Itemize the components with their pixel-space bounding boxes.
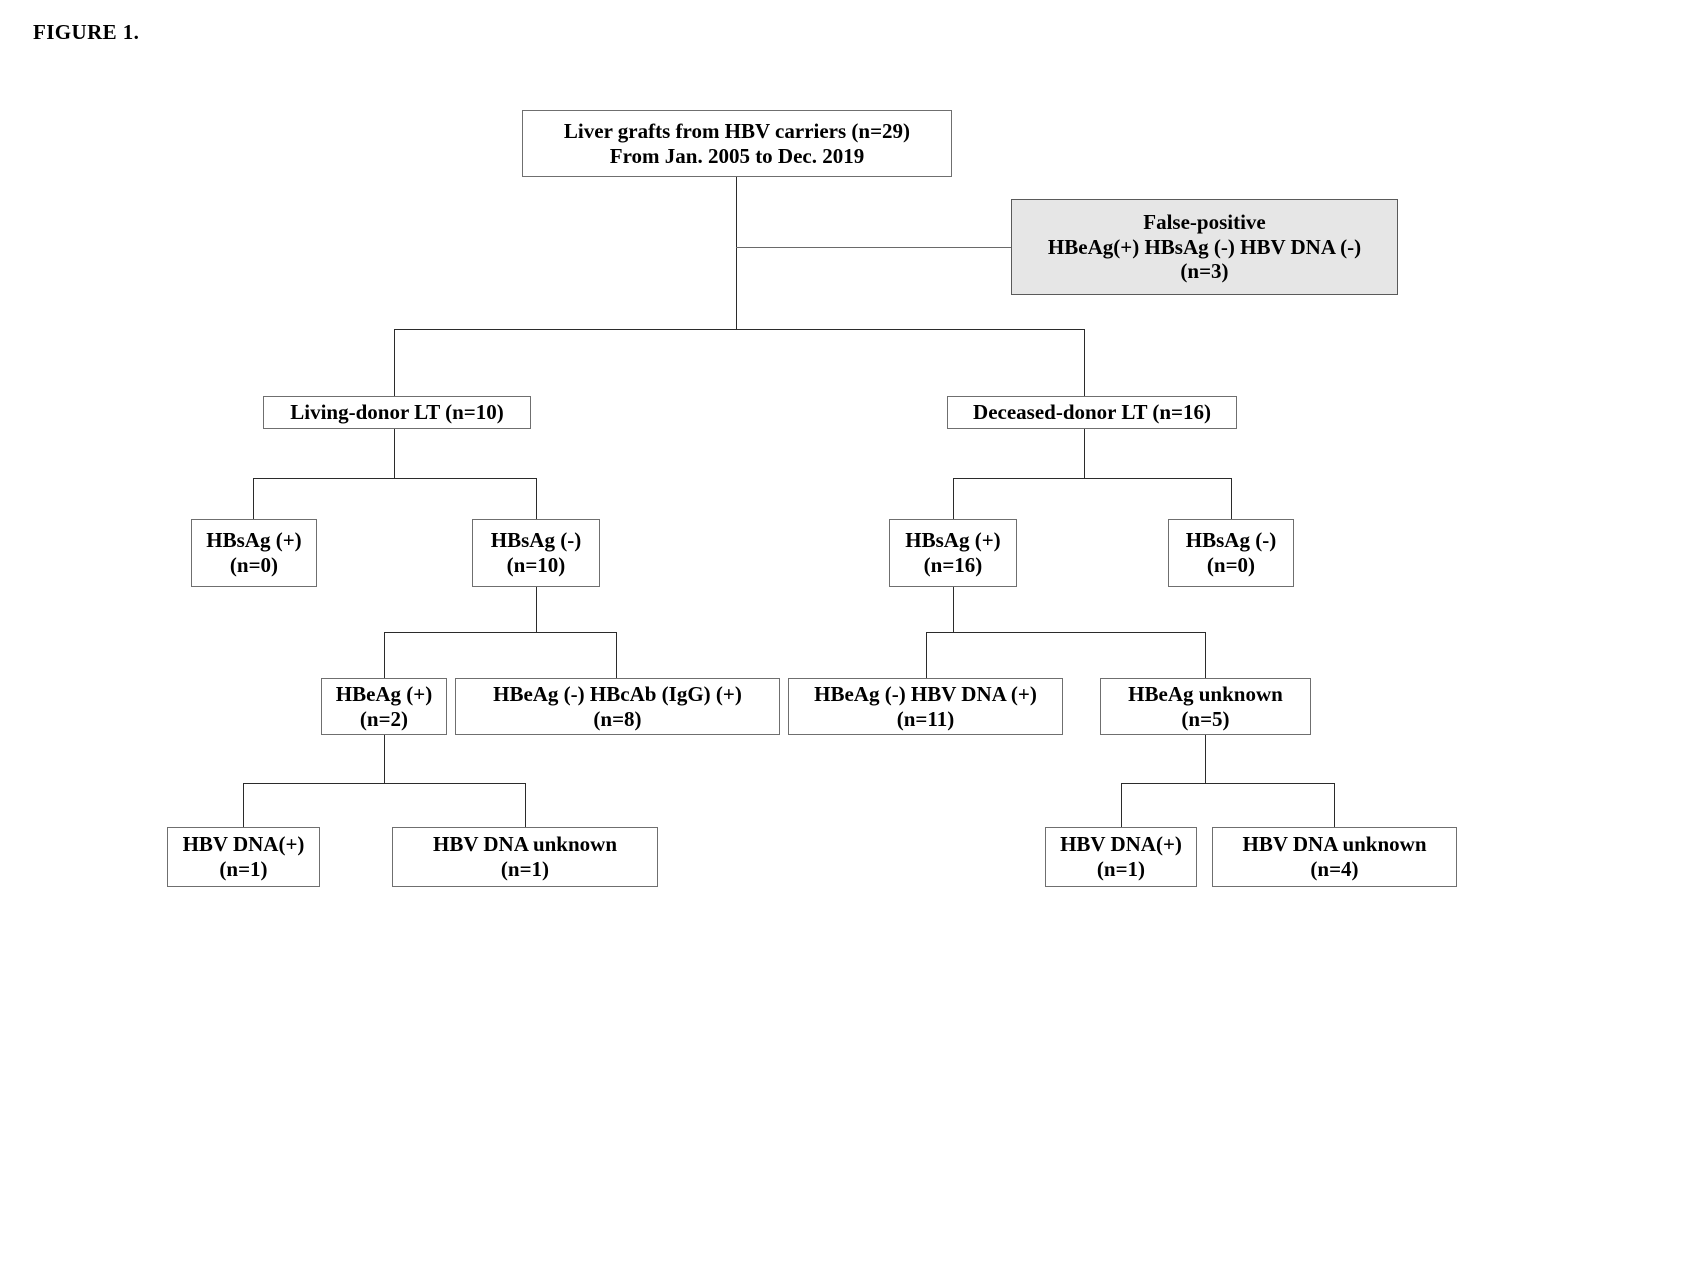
connector-living-stem	[394, 428, 395, 478]
node-ld-hbsag-positive[interactable]: HBsAg (+) (n=0)	[191, 519, 317, 587]
connector-living-hbsag-bus	[253, 478, 536, 479]
node-root-line1: Liver grafts from HBV carriers (n=29)	[563, 118, 911, 143]
node-dd-hbeag-unknown-line2: (n=5)	[1181, 706, 1230, 731]
node-dd-hbsag-negative-line2: (n=0)	[1206, 553, 1256, 577]
node-dd-hbv-dna-positive-line2: (n=1)	[1096, 857, 1146, 881]
node-false-positive[interactable]: False-positive HBeAg(+) HBsAg (-) HBV DN…	[1011, 199, 1398, 295]
node-false-positive-line3: (n=3)	[1180, 259, 1229, 284]
node-ld-hbv-dna-positive-line1: HBV DNA(+)	[182, 832, 305, 857]
connector-dd-hbeag-bus	[926, 632, 1205, 633]
connector-ld-dna-bus	[243, 783, 525, 784]
connector-to-dd-hbsag-pos	[953, 478, 954, 520]
node-dd-hbsag-negative[interactable]: HBsAg (-) (n=0)	[1168, 519, 1294, 587]
node-ld-hbsag-negative-line2: (n=10)	[506, 553, 566, 577]
node-living-donor-lt-label: Living-donor LT (n=10)	[290, 400, 504, 425]
connector-to-dd-dna-unknown	[1334, 783, 1335, 827]
connector-deceased-hbsag-bus	[953, 478, 1231, 479]
connector-ld-hbeag-bus	[384, 632, 616, 633]
connector-root-to-false-positive	[736, 247, 1011, 248]
connector-root-stem	[736, 177, 737, 329]
figure-label: FIGURE 1.	[33, 20, 140, 44]
node-dd-hbv-dna-unknown[interactable]: HBV DNA unknown (n=4)	[1212, 827, 1457, 887]
node-dd-hbsag-positive-line2: (n=16)	[923, 553, 983, 577]
node-ld-hbv-dna-unknown-line2: (n=1)	[500, 857, 550, 881]
node-ld-hbeag-positive-line1: HBeAg (+)	[335, 681, 433, 706]
node-dd-hbeag-negative-dna-positive-line2: (n=11)	[896, 706, 955, 731]
node-ld-hbsag-positive-line1: HBsAg (+)	[206, 528, 302, 553]
node-dd-hbsag-positive[interactable]: HBsAg (+) (n=16)	[889, 519, 1017, 587]
node-dd-hbsag-negative-line1: HBsAg (-)	[1185, 528, 1277, 553]
connector-bus-to-living	[394, 329, 395, 396]
node-ld-hbsag-negative-line1: HBsAg (-)	[490, 528, 582, 553]
node-false-positive-line2: HBeAg(+) HBsAg (-) HBV DNA (-)	[1047, 234, 1362, 259]
node-ld-hbeag-negative-hbcab[interactable]: HBeAg (-) HBcAb (IgG) (+) (n=8)	[455, 678, 780, 735]
node-ld-hbv-dna-unknown-line1: HBV DNA unknown	[432, 832, 618, 857]
connector-to-ld-dna-unknown	[525, 783, 526, 827]
connector-dd-dna-bus	[1121, 783, 1334, 784]
node-dd-hbv-dna-positive[interactable]: HBV DNA(+) (n=1)	[1045, 827, 1197, 887]
node-dd-hbeag-unknown-line1: HBeAg unknown	[1128, 681, 1283, 706]
connector-deceased-stem	[1084, 428, 1085, 478]
connector-to-ld-dna-pos	[243, 783, 244, 827]
node-ld-hbv-dna-unknown[interactable]: HBV DNA unknown (n=1)	[392, 827, 658, 887]
node-ld-hbeag-negative-hbcab-line1: HBeAg (-) HBcAb (IgG) (+)	[493, 681, 742, 706]
connector-to-ld-hbeag-neg	[616, 632, 617, 678]
connector-to-ld-hbsag-pos	[253, 478, 254, 520]
node-root[interactable]: Liver grafts from HBV carriers (n=29) Fr…	[522, 110, 952, 177]
node-ld-hbeag-negative-hbcab-line2: (n=8)	[593, 706, 642, 731]
node-living-donor-lt[interactable]: Living-donor LT (n=10)	[263, 396, 531, 429]
node-ld-hbsag-negative[interactable]: HBsAg (-) (n=10)	[472, 519, 600, 587]
node-root-line2: From Jan. 2005 to Dec. 2019	[609, 143, 865, 168]
node-ld-hbeag-positive[interactable]: HBeAg (+) (n=2)	[321, 678, 447, 735]
connector-dd-hbeag-unknown-stem	[1205, 735, 1206, 783]
connector-to-dd-hbsag-neg	[1231, 478, 1232, 520]
node-false-positive-line1: False-positive	[1143, 209, 1266, 234]
node-ld-hbsag-positive-line2: (n=0)	[229, 553, 279, 577]
node-dd-hbv-dna-unknown-line1: HBV DNA unknown	[1242, 832, 1427, 857]
connector-to-ld-hbeag-pos	[384, 632, 385, 678]
connector-to-ld-hbsag-neg	[536, 478, 537, 520]
connector-ld-hbeag-pos-stem	[384, 735, 385, 783]
node-ld-hbv-dna-positive-line2: (n=1)	[219, 857, 268, 881]
connector-dd-hbsag-pos-stem	[953, 587, 954, 632]
connector-to-dd-hbeag-unknown	[1205, 632, 1206, 678]
node-ld-hbv-dna-positive[interactable]: HBV DNA(+) (n=1)	[167, 827, 320, 887]
node-dd-hbv-dna-positive-line1: HBV DNA(+)	[1060, 832, 1182, 857]
connector-ld-hbsag-neg-stem	[536, 587, 537, 632]
node-dd-hbsag-positive-line1: HBsAg (+)	[905, 528, 1001, 553]
connector-to-dd-dna-pos	[1121, 783, 1122, 827]
connector-to-dd-hbeag-neg-dna	[926, 632, 927, 678]
node-ld-hbeag-positive-line2: (n=2)	[359, 706, 409, 731]
node-dd-hbeag-negative-dna-positive[interactable]: HBeAg (-) HBV DNA (+) (n=11)	[788, 678, 1063, 735]
node-dd-hbv-dna-unknown-line2: (n=4)	[1310, 857, 1359, 881]
connector-bus-to-deceased	[1084, 329, 1085, 396]
node-dd-hbeag-negative-dna-positive-line1: HBeAg (-) HBV DNA (+)	[814, 681, 1037, 706]
connector-donor-bus	[394, 329, 1084, 330]
node-deceased-donor-lt[interactable]: Deceased-donor LT (n=16)	[947, 396, 1237, 429]
node-deceased-donor-lt-label: Deceased-donor LT (n=16)	[973, 400, 1211, 425]
node-dd-hbeag-unknown[interactable]: HBeAg unknown (n=5)	[1100, 678, 1311, 735]
